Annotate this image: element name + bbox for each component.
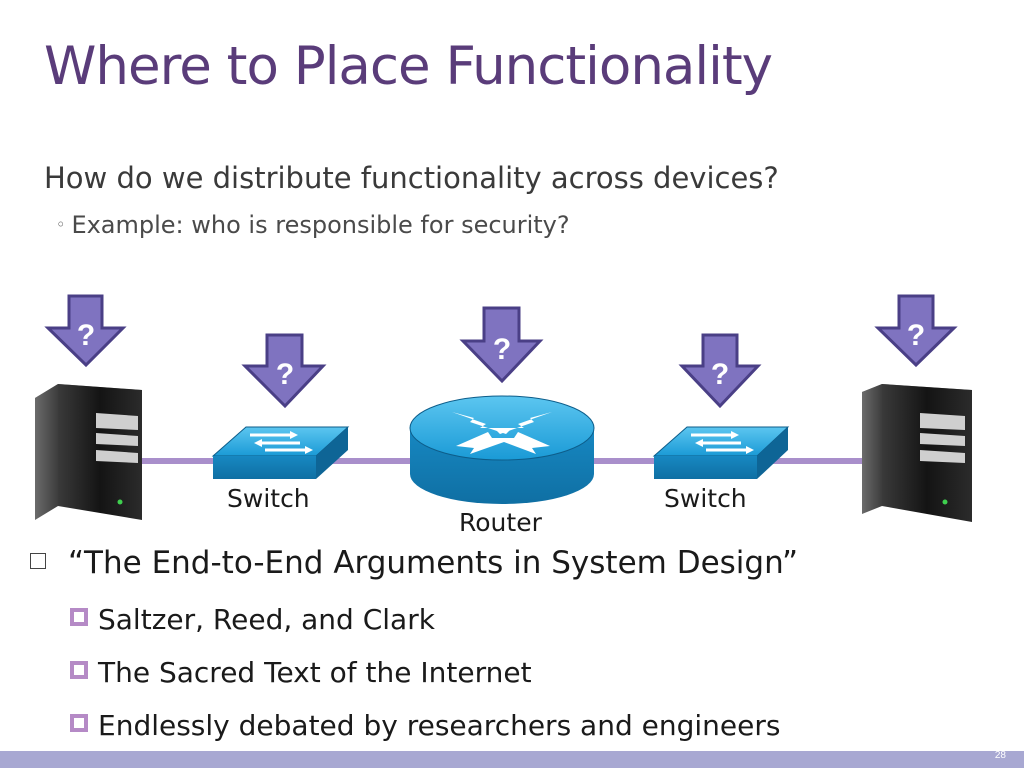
- down-arrow-icon: ?: [874, 294, 958, 368]
- switch-icon: [652, 426, 790, 479]
- sub-question-text: Example: who is responsible for security…: [71, 211, 570, 239]
- question-mark-label: ?: [493, 333, 511, 366]
- question-mark-label: ?: [77, 319, 95, 352]
- server-icon: [862, 384, 972, 522]
- server-icon: [35, 384, 142, 520]
- footer-bar: [0, 751, 1024, 768]
- sub-bullet-text: The Sacred Text of the Internet: [98, 656, 532, 689]
- square-bullet-icon: [70, 608, 88, 626]
- square-bullet-icon: [70, 714, 88, 732]
- main-question: How do we distribute functionality acros…: [44, 161, 779, 195]
- question-mark-label: ?: [907, 319, 925, 352]
- sub-question: ◦ Example: who is responsible for securit…: [56, 211, 570, 239]
- sub-bullet-icon: ◦: [56, 215, 66, 234]
- down-arrow-icon: ?: [678, 333, 762, 409]
- router-label: Router: [459, 508, 542, 537]
- slide-title: Where to Place Functionality: [44, 36, 773, 97]
- page-number: 28: [994, 750, 1006, 761]
- down-arrow-icon: ?: [44, 294, 127, 368]
- router-icon: [409, 395, 595, 504]
- checkbox-bullet-icon: [30, 553, 46, 569]
- question-mark-label: ?: [711, 358, 729, 391]
- main-bullet-text: “The End-to-End Arguments in System Desi…: [68, 545, 799, 581]
- square-bullet-icon: [70, 661, 88, 679]
- switch-left-label: Switch: [227, 484, 310, 513]
- down-arrow-icon: ?: [459, 306, 544, 384]
- network-diagram: ? ? ? ? ? Switch Router Switch: [0, 280, 1024, 540]
- down-arrow-icon: ?: [241, 333, 327, 409]
- main-bullet: “The End-to-End Arguments in System Desi…: [30, 545, 798, 581]
- sub-bullet: Endlessly debated by researchers and eng…: [70, 709, 780, 742]
- sub-bullet: Saltzer, Reed, and Clark: [70, 603, 435, 636]
- switch-icon: [211, 426, 350, 479]
- switch-right-label: Switch: [664, 484, 747, 513]
- sub-bullet: The Sacred Text of the Internet: [70, 656, 532, 689]
- network-diagram-svg: ? ? ? ? ?: [35, 294, 972, 522]
- sub-bullet-text: Saltzer, Reed, and Clark: [98, 603, 435, 636]
- question-mark-label: ?: [276, 358, 294, 391]
- sub-bullet-text: Endlessly debated by researchers and eng…: [98, 709, 781, 742]
